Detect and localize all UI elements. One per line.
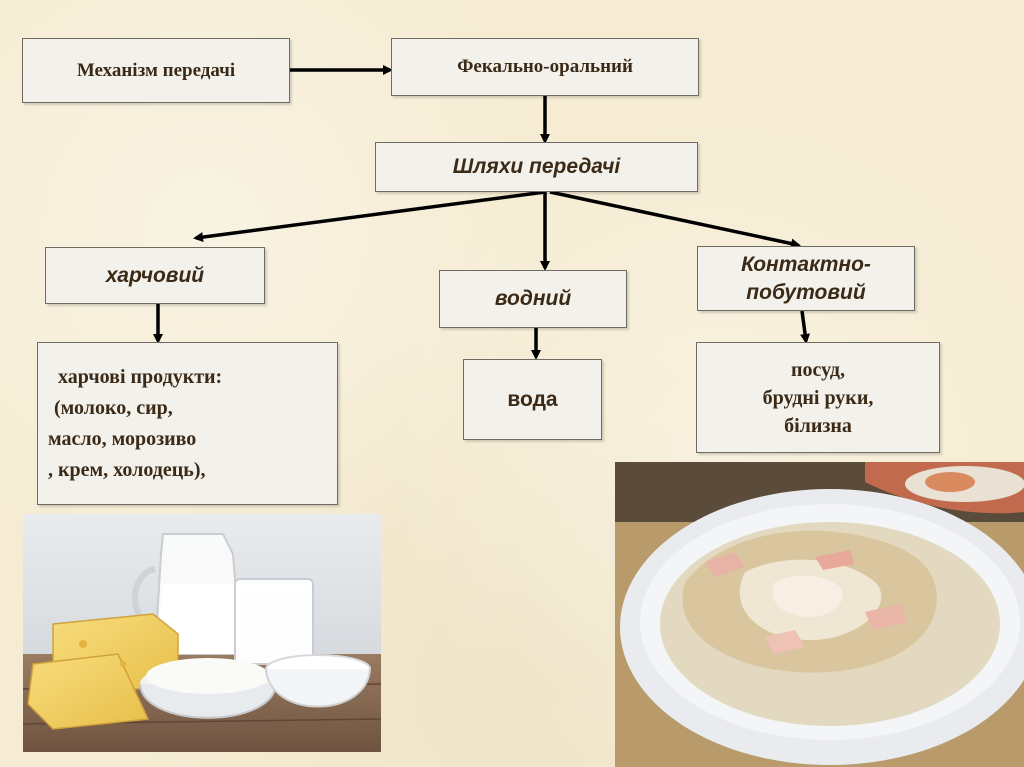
mechanism-box: Механізм передачі	[22, 38, 290, 103]
water-route-label: водний	[495, 287, 571, 311]
contact-route-label-line2: побутовий	[746, 279, 865, 307]
food-items-box: харчові продукти: (молоко, сир, масло, м…	[37, 342, 338, 505]
aspic-holodets-photo	[615, 462, 1024, 767]
contact-item-1: посуд,	[791, 356, 845, 384]
water-route-box: водний	[439, 270, 627, 328]
food-item-2: (молоко, сир,	[48, 393, 173, 424]
routes-box: Шляхи передачі	[375, 142, 698, 192]
fecal-oral-label: Фекально-оральний	[457, 56, 633, 78]
contact-route-label-line1: Контактно-	[741, 251, 871, 279]
contact-items-box: посуд, брудні руки, білизна	[696, 342, 940, 453]
routes-label: Шляхи передачі	[453, 155, 621, 179]
contact-item-3: білизна	[784, 412, 852, 440]
food-item-4: , крем, холодець),	[48, 455, 206, 486]
fecal-oral-box: Фекально-оральний	[391, 38, 699, 96]
contact-item-2: брудні руки,	[763, 384, 874, 412]
food-item-3: масло, морозиво	[48, 424, 196, 455]
arrow-routes-to-food	[196, 192, 545, 238]
dairy-products-photo	[23, 514, 381, 752]
mechanism-label: Механізм передачі	[77, 60, 235, 82]
water-item-label: вода	[507, 388, 557, 412]
food-route-label: харчовий	[106, 264, 204, 288]
arrow-routes-to-contact	[550, 192, 798, 245]
arrow-contact-to-items	[802, 311, 806, 341]
contact-route-box: Контактно- побутовий	[697, 246, 915, 311]
water-item-box: вода	[463, 359, 602, 440]
food-route-box: харчовий	[45, 247, 265, 304]
food-item-1: харчові продукти:	[48, 362, 222, 393]
